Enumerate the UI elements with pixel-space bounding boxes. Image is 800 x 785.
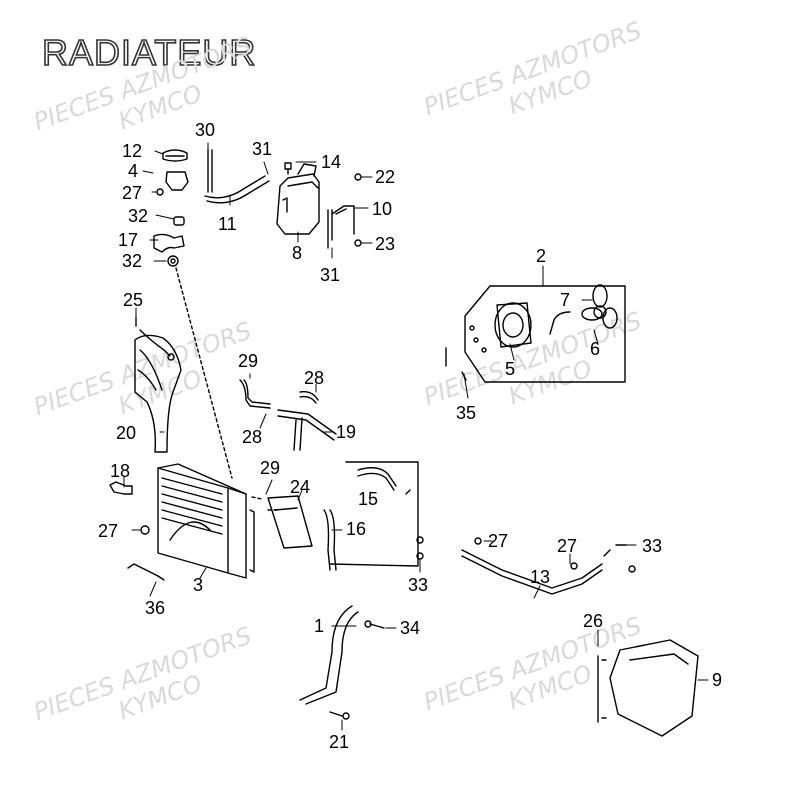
- diagram-title: RADIATEUR: [41, 31, 257, 74]
- callout-2: 2: [536, 246, 547, 266]
- duct-part-24: [267, 495, 313, 549]
- callout-35: 35: [456, 403, 477, 423]
- callout-20: 20: [116, 423, 137, 443]
- fan-blade-part-7: [581, 284, 618, 329]
- callout-7: 7: [560, 290, 571, 310]
- callout-17: 17: [118, 230, 139, 250]
- water-pipe-part-13: [461, 549, 611, 595]
- callout-32: 32: [122, 251, 143, 271]
- callout-18: 18: [110, 461, 131, 481]
- screw-part-27-top: [156, 188, 164, 196]
- callout-11: 11: [218, 214, 237, 234]
- callout-12: 12: [122, 141, 143, 161]
- callout-31: 31: [252, 139, 273, 159]
- hose-part-31-bottom: [327, 209, 333, 249]
- callout-36: 36: [145, 598, 166, 618]
- bolt-part-34: [364, 620, 385, 629]
- hose-part-28: [299, 390, 319, 404]
- callout-29: 29: [238, 351, 259, 371]
- callout-19: 19: [336, 422, 357, 442]
- screw-part-27-radiator: [140, 525, 150, 535]
- screw-part-27-pipe: [474, 537, 482, 545]
- callout-8: 8: [292, 243, 303, 263]
- water-pipe-part-1: [299, 605, 359, 705]
- cover-part-20: [134, 334, 182, 453]
- callout-13: 13: [530, 567, 551, 587]
- callout-33: 33: [642, 536, 663, 556]
- fan-assembly-part-2: [464, 284, 626, 383]
- hose-part-16: [323, 509, 337, 571]
- callout-26: 26: [583, 611, 604, 631]
- filler-neck-part-4: [165, 171, 189, 191]
- callout-6: 6: [590, 339, 601, 359]
- callout-28: 28: [304, 368, 325, 388]
- callout-1: 1: [314, 616, 325, 636]
- hose-part-17: [153, 233, 185, 253]
- callout-34: 34: [400, 618, 421, 638]
- callout-5: 5: [505, 359, 516, 379]
- callout-27: 27: [557, 536, 578, 556]
- filler-cap-part-12: [162, 149, 188, 162]
- screw-part-27-pipe-right: [570, 562, 578, 570]
- callout-15: 15: [358, 489, 379, 509]
- callout-25: 25: [123, 290, 144, 310]
- callout-31: 31: [320, 265, 341, 285]
- callout-3: 3: [193, 575, 204, 595]
- bolt-part-36: [127, 563, 165, 581]
- callout-4: 4: [128, 161, 139, 181]
- callout-32: 32: [128, 206, 149, 226]
- cover-part-9: [609, 639, 699, 737]
- bolt-part-14: [284, 162, 292, 175]
- fan-shroud-part-5: [494, 302, 532, 348]
- callout-33: 33: [408, 575, 429, 595]
- callout-10: 10: [372, 199, 393, 219]
- bolt-part-25: [135, 317, 175, 361]
- group-bracket-33-line: [329, 461, 419, 567]
- hose-part-29: [239, 379, 271, 409]
- sensor-part-18: [109, 481, 133, 495]
- callout-29: 29: [260, 458, 281, 478]
- screw-part-22: [354, 173, 362, 181]
- hose-part-30: [204, 149, 270, 204]
- fan-motor-part-6: [549, 305, 607, 335]
- screw-part-23: [354, 239, 362, 247]
- bracket-part-10: [331, 205, 355, 235]
- clamp-part-32-top: [173, 216, 185, 226]
- bolt-part-21: [329, 711, 350, 720]
- callout-27: 27: [488, 531, 509, 551]
- callout-16: 16: [346, 519, 367, 539]
- callout-27: 27: [98, 521, 119, 541]
- callout-23: 23: [375, 234, 396, 254]
- callout-9: 9: [712, 670, 723, 690]
- callout-30: 30: [195, 120, 216, 140]
- radiator-part-3: [157, 463, 255, 579]
- callout-14: 14: [321, 152, 342, 172]
- hose-part-19: [277, 409, 337, 451]
- callout-24: 24: [290, 477, 311, 497]
- bolt-part-33-right: [615, 544, 636, 573]
- callout-21: 21: [329, 732, 350, 752]
- reservoir-tank-part-8: [276, 163, 320, 235]
- clamp-part-32-bottom: [167, 255, 179, 267]
- callout-28: 28: [242, 427, 263, 447]
- hose-part-15: [357, 467, 397, 491]
- callout-27: 27: [122, 183, 143, 203]
- bolt-part-35: [445, 347, 467, 381]
- callout-22: 22: [375, 167, 396, 187]
